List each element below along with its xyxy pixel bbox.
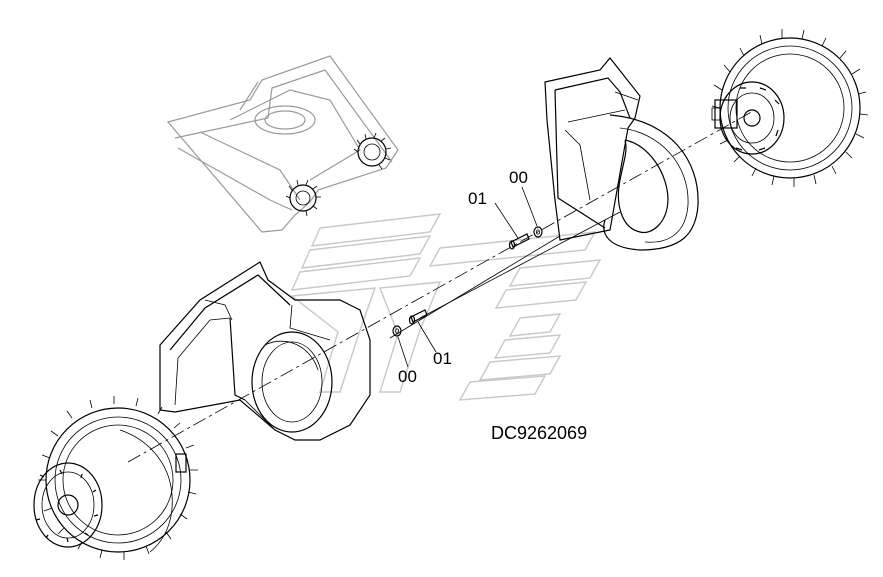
callout-00-upper: 00 (509, 168, 528, 187)
callout-01-lower: 01 (433, 349, 452, 368)
upper-bolt-01 (494, 202, 530, 250)
callout-00-lower: 00 (398, 367, 417, 386)
upper-washer-00 (521, 186, 543, 238)
inset-sprocket-right (353, 132, 392, 170)
track-frame-inset (166, 55, 399, 233)
drawing-code: DC9262069 (491, 423, 587, 443)
callout-01-upper: 01 (468, 189, 487, 208)
left-final-drive (33, 396, 198, 560)
left-axle-frame (159, 261, 371, 441)
right-final-drive (711, 29, 869, 187)
watermark-logo (290, 213, 602, 401)
right-axle-frame (544, 57, 699, 251)
lower-bolt-01 (408, 309, 437, 353)
axle-center-line (127, 109, 756, 463)
inset-sprocket-left (285, 179, 321, 217)
lower-washer-00 (392, 325, 409, 368)
